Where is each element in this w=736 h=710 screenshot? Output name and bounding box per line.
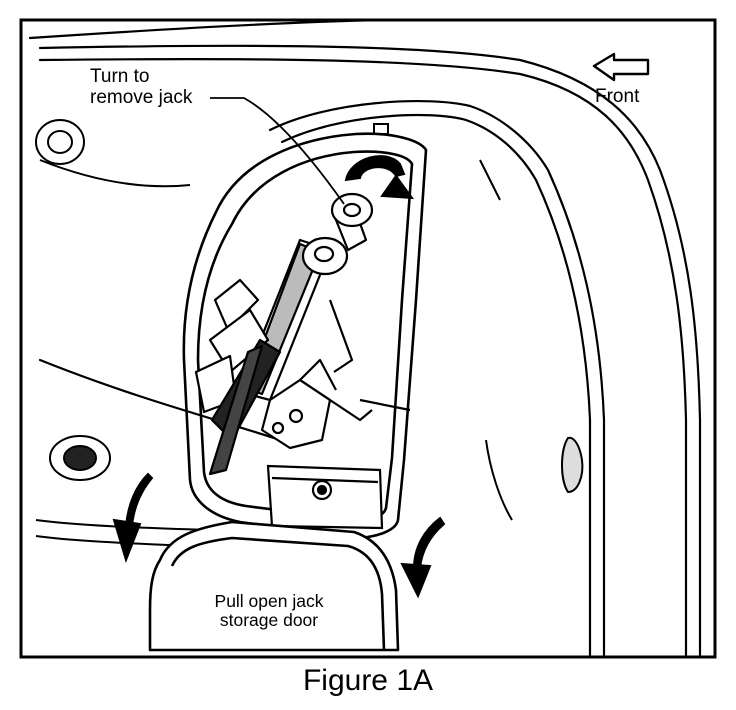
callout-turn-to-remove-jack: Turn to remove jack	[90, 66, 193, 108]
front-arrow-icon	[592, 52, 650, 82]
callout-turn-line-1: Turn to	[90, 66, 150, 87]
right-panel-details	[373, 123, 584, 521]
pull-arrow-icon-right	[400, 516, 446, 599]
body-contours	[28, 18, 702, 657]
callout-pull-line-2: storage door	[219, 609, 319, 630]
storage-block	[266, 464, 384, 530]
figure-caption: Figure 1A	[302, 664, 434, 697]
pull-arrow-icon	[112, 472, 154, 564]
scissor-jack	[194, 192, 411, 476]
callout-turn-line-2: remove jack	[90, 86, 193, 108]
direction-front-label: Front	[595, 86, 640, 107]
callout-leader	[210, 97, 345, 205]
callout-pull-open-door: Pull open jack storage door	[194, 592, 344, 630]
callout-pull-line-1: Pull open jack	[214, 591, 324, 611]
rotate-arrow-icon	[344, 155, 415, 200]
left-panel-details	[35, 119, 211, 547]
storage-door	[148, 520, 400, 652]
